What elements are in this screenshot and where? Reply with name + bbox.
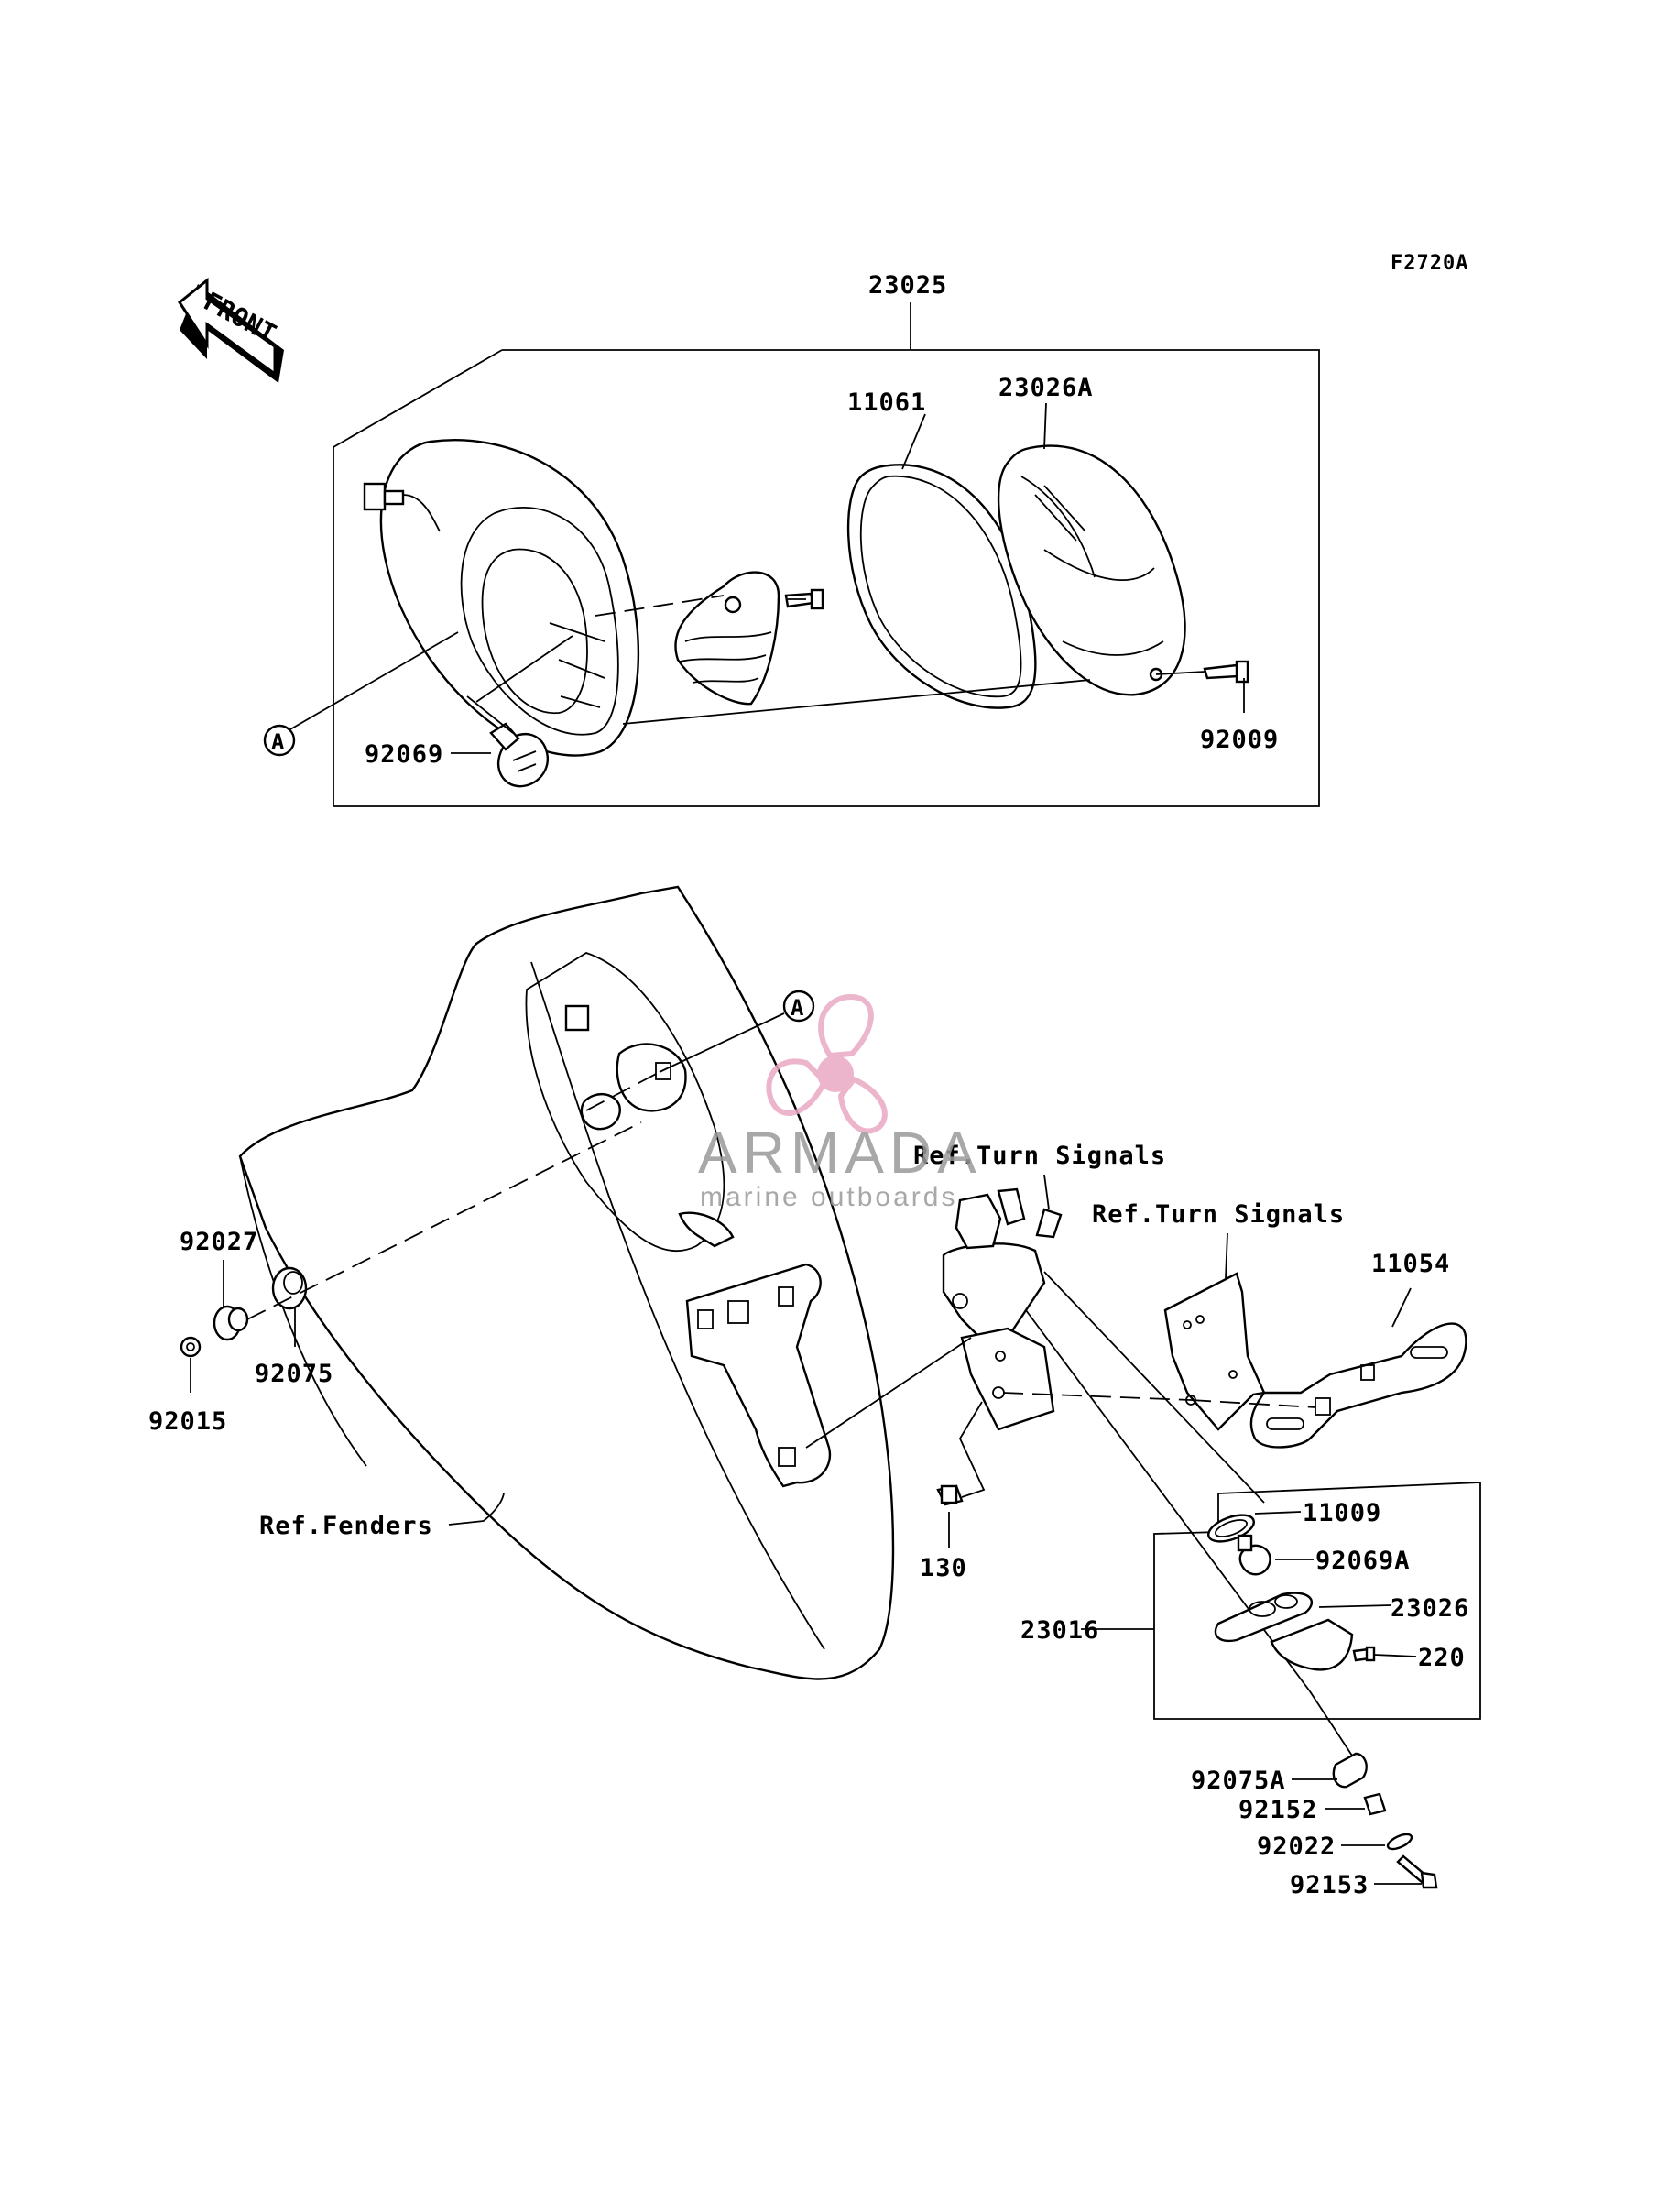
lens-23026A xyxy=(997,444,1186,696)
label-11061: 11061 xyxy=(847,388,926,417)
figure-code: F2720A xyxy=(1391,252,1468,275)
screw-92009 xyxy=(1203,660,1249,684)
label-11009: 11009 xyxy=(1303,1499,1381,1527)
watermark-brand: ARMADA xyxy=(698,1120,982,1186)
label-23016: 23016 xyxy=(1020,1616,1099,1645)
grommet-92075A xyxy=(1332,1752,1368,1789)
label-92015: 92015 xyxy=(148,1407,227,1436)
screw-upper xyxy=(784,588,824,610)
label-23026A: 23026A xyxy=(998,374,1094,402)
grommet-92075 xyxy=(271,1266,308,1310)
reflector-socket xyxy=(674,571,780,706)
lens-23026 xyxy=(1214,1592,1354,1671)
bolt-92153 xyxy=(1396,1854,1438,1889)
label-92075: 92075 xyxy=(255,1360,333,1388)
label-220: 220 xyxy=(1418,1644,1466,1672)
label-92069A: 92069A xyxy=(1315,1547,1411,1575)
label-92009: 92009 xyxy=(1200,726,1279,754)
label-11054: 11054 xyxy=(1371,1250,1450,1278)
label-92022: 92022 xyxy=(1257,1832,1336,1861)
license-bracket xyxy=(942,1187,1063,1431)
plate-bracket-11054: 11054 xyxy=(1249,1250,1467,1449)
turn-signal-stay xyxy=(1163,1272,1266,1431)
front-arrow-icon: FRONT xyxy=(177,277,284,383)
label-92027: 92027 xyxy=(180,1228,258,1256)
watermark: ARMADA marine outboards xyxy=(698,994,982,1212)
label-ref-fenders: Ref.Fenders xyxy=(259,1512,433,1540)
callout-a-lower: A xyxy=(791,995,804,1021)
callout-a-upper: A xyxy=(271,729,285,755)
collar-92152 xyxy=(1363,1792,1387,1816)
bulb-92069 xyxy=(489,722,549,788)
label-92152: 92152 xyxy=(1238,1796,1317,1824)
tail-light-assembly: A 23025 11061 23026A 92009 92069 xyxy=(263,271,1320,807)
screw-220 xyxy=(1352,1646,1376,1662)
bulb-92069A xyxy=(1237,1534,1271,1576)
label-ref-turn-signals-1: Ref.Turn Signals xyxy=(913,1142,1166,1170)
label-23026: 23026 xyxy=(1391,1594,1469,1623)
label-130: 130 xyxy=(920,1554,967,1582)
collar-92027 xyxy=(213,1305,249,1341)
label-23025: 23025 xyxy=(868,271,947,300)
tail-light-housing xyxy=(363,439,640,757)
propeller-logo-icon xyxy=(766,994,888,1134)
washer-92022 xyxy=(1386,1832,1413,1851)
nut-92015 xyxy=(180,1336,202,1358)
label-92153: 92153 xyxy=(1290,1871,1369,1899)
label-ref-turn-signals-2: Ref.Turn Signals xyxy=(1092,1200,1345,1229)
watermark-tagline: marine outboards xyxy=(700,1182,957,1212)
bolt-130 xyxy=(936,1484,964,1506)
rear-fender-assembly: Ref.Fenders 92027 92075 92015 A xyxy=(148,885,1481,1899)
label-92069: 92069 xyxy=(365,740,443,769)
label-92075A: 92075A xyxy=(1191,1767,1286,1795)
